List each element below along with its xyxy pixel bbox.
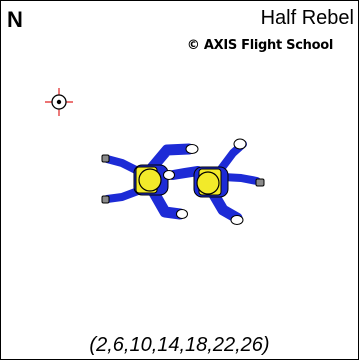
north-indicator: N (7, 7, 23, 32)
crosshair-target-icon (45, 88, 73, 116)
formation-title: Half Rebel (260, 7, 354, 29)
copyright-label: © AXIS Flight School (186, 38, 333, 53)
jumper-left (101, 143, 199, 220)
sequence-label: (2,6,10,14,18,22,26) (89, 334, 270, 356)
jumper-right (163, 138, 265, 225)
